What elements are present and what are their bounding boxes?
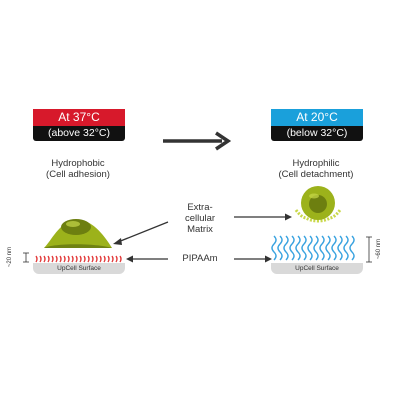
right-upcell-surface: UpCell Surface bbox=[271, 263, 363, 274]
red-polymer-layer bbox=[35, 255, 122, 263]
right-property-label: Hydrophilic bbox=[292, 158, 340, 169]
left-effect-label: (Cell adhesion) bbox=[46, 169, 110, 180]
detached-cell bbox=[294, 186, 342, 223]
blue-polymer-layer bbox=[271, 235, 355, 261]
left-thickness-bracket bbox=[23, 252, 29, 263]
left-temperature-badge: At 37°C bbox=[33, 109, 125, 126]
left-property-label: Hydrophobic bbox=[51, 158, 105, 169]
transition-arrow bbox=[163, 131, 232, 151]
right-effect-label: (Cell detachment) bbox=[278, 169, 354, 180]
ecm-right-arrow bbox=[234, 213, 292, 221]
ecm-label-line3: Matrix bbox=[187, 224, 213, 235]
ecm-label-line2: cellular bbox=[184, 213, 216, 224]
polymer-label: PIPAAm bbox=[182, 253, 218, 264]
polymer-left-arrow bbox=[126, 255, 168, 263]
right-condition-badge: (below 32°C) bbox=[271, 126, 363, 141]
ecm-label-line1: Extra- bbox=[187, 202, 213, 213]
polymer-right-arrow bbox=[234, 255, 272, 263]
ecm-left-arrow bbox=[113, 221, 169, 245]
right-thickness-bracket bbox=[366, 236, 372, 263]
right-temperature-badge: At 20°C bbox=[271, 109, 363, 126]
adhered-cell bbox=[44, 219, 112, 248]
left-upcell-surface: UpCell Surface bbox=[33, 263, 125, 274]
left-thickness-label: ~20 nm bbox=[7, 246, 13, 268]
left-condition-badge: (above 32°C) bbox=[33, 126, 125, 141]
right-thickness-label: ~60 nm bbox=[376, 238, 382, 260]
